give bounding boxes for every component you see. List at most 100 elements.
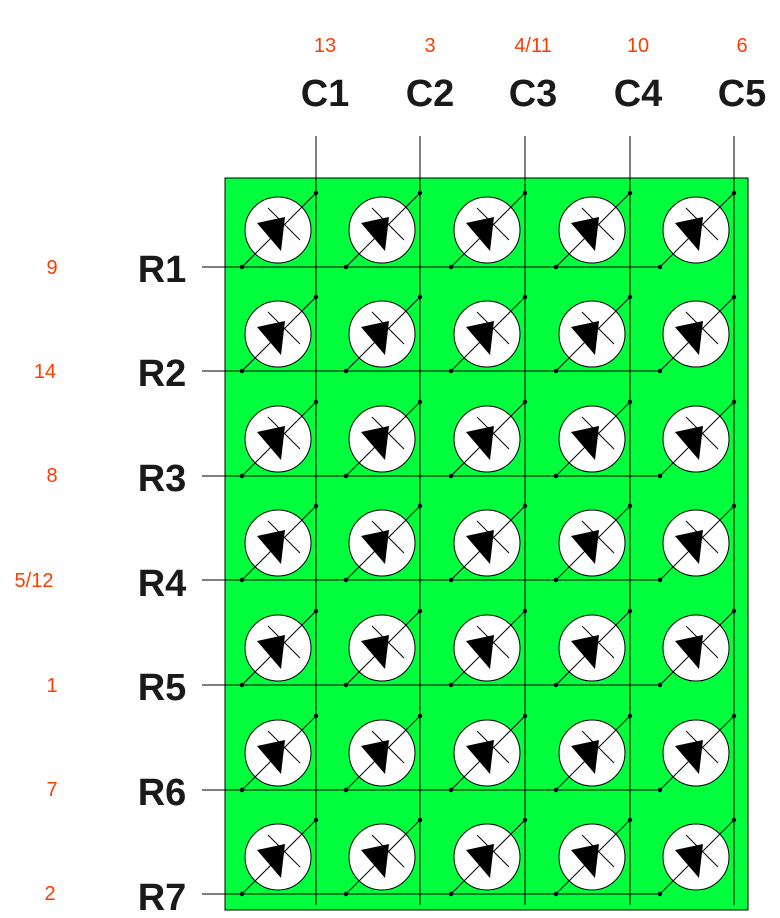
led-diode-icon: [571, 426, 599, 460]
led-r3-c4: [553, 399, 633, 479]
column-junction-dot: [731, 503, 737, 509]
column-pin-c5: 6: [736, 35, 747, 57]
row-junction-dot: [657, 891, 663, 897]
column-junction-dot: [627, 817, 633, 823]
led-diode-icon: [571, 844, 599, 878]
led-diode-icon: [466, 844, 494, 878]
column-junction-dot: [313, 503, 319, 509]
row-junction-dot: [657, 577, 663, 583]
led-diode-icon: [257, 530, 285, 564]
row-junction-dot: [239, 264, 245, 270]
led-r1-c1: [239, 190, 319, 270]
led-diode-icon: [466, 635, 494, 669]
led-r2-c4: [553, 294, 633, 374]
led-diode-icon: [257, 844, 285, 878]
led-r7-c4: [553, 817, 633, 897]
row-label-r6: R6: [138, 772, 187, 814]
led-r5-c3: [448, 608, 528, 688]
led-r5-c1: [239, 608, 319, 688]
column-junction-dot: [522, 817, 528, 823]
led-r5-c2: [343, 608, 423, 688]
column-label-c3: C3: [509, 73, 558, 115]
row-junction-dot: [343, 264, 349, 270]
row-junction-dot: [448, 682, 454, 688]
led-diode-icon: [466, 530, 494, 564]
row-junction-dot: [553, 577, 559, 583]
led-r1-c3: [448, 190, 528, 270]
led-diode-icon: [257, 321, 285, 355]
led-diode-icon: [361, 740, 389, 774]
column-label-c4: C4: [614, 73, 663, 115]
led-r3-c2: [343, 399, 423, 479]
led-grid: [239, 190, 737, 897]
column-junction-dot: [522, 503, 528, 509]
row-pin-r5: 1: [46, 675, 57, 697]
led-diode-icon: [571, 321, 599, 355]
led-diode-icon: [361, 426, 389, 460]
led-r6-c5: [657, 713, 737, 793]
column-junction-dot: [417, 294, 423, 300]
led-diode-icon: [571, 530, 599, 564]
row-junction-dot: [239, 682, 245, 688]
led-r7-c5: [657, 817, 737, 897]
row-junction-dot: [343, 368, 349, 374]
column-junction-dot: [731, 817, 737, 823]
led-r2-c1: [239, 294, 319, 374]
column-junction-dot: [731, 713, 737, 719]
led-diode-icon: [675, 740, 703, 774]
column-junction-dot: [627, 399, 633, 405]
led-diode-icon: [675, 321, 703, 355]
column-junction-dot: [522, 294, 528, 300]
led-diode-icon: [257, 740, 285, 774]
row-junction-dot: [343, 473, 349, 479]
led-r4-c1: [239, 503, 319, 583]
column-junction-dot: [417, 399, 423, 405]
row-label-r3: R3: [138, 458, 187, 500]
led-diode-icon: [675, 217, 703, 251]
column-label-c2: C2: [406, 73, 455, 115]
column-junction-dot: [522, 190, 528, 196]
led-r7-c3: [448, 817, 528, 897]
row-junction-dot: [343, 891, 349, 897]
row-label-r4: R4: [138, 563, 187, 605]
row-junction-dot: [657, 368, 663, 374]
matrix-wiring: [202, 136, 735, 905]
led-r6-c1: [239, 713, 319, 793]
row-junction-dot: [448, 577, 454, 583]
column-junction-dot: [731, 608, 737, 614]
row-junction-dot: [657, 787, 663, 793]
led-r7-c2: [343, 817, 423, 897]
led-diode-icon: [361, 321, 389, 355]
row-junction-dot: [553, 891, 559, 897]
row-junction-dot: [448, 891, 454, 897]
column-junction-dot: [313, 399, 319, 405]
led-diode-icon: [466, 740, 494, 774]
column-junction-dot: [313, 608, 319, 614]
led-r4-c3: [448, 503, 528, 583]
led-diode-icon: [675, 844, 703, 878]
led-r2-c3: [448, 294, 528, 374]
led-r2-c2: [343, 294, 423, 374]
column-junction-dot: [522, 608, 528, 614]
column-junction-dot: [731, 190, 737, 196]
column-junction-dot: [313, 294, 319, 300]
row-junction-dot: [448, 368, 454, 374]
led-diode-icon: [257, 426, 285, 460]
column-junction-dot: [731, 294, 737, 300]
row-junction-dot: [553, 473, 559, 479]
led-r6-c2: [343, 713, 423, 793]
column-junction-dot: [417, 817, 423, 823]
led-r4-c2: [343, 503, 423, 583]
column-junction-dot: [522, 399, 528, 405]
row-junction-dot: [239, 891, 245, 897]
column-junction-dot: [627, 190, 633, 196]
row-junction-dot: [657, 473, 663, 479]
row-pin-r7: 2: [44, 883, 55, 905]
led-r3-c1: [239, 399, 319, 479]
row-junction-dot: [553, 682, 559, 688]
led-diode-icon: [675, 530, 703, 564]
led-r7-c1: [239, 817, 319, 897]
column-junction-dot: [313, 713, 319, 719]
row-junction-dot: [448, 473, 454, 479]
led-diode-icon: [466, 217, 494, 251]
